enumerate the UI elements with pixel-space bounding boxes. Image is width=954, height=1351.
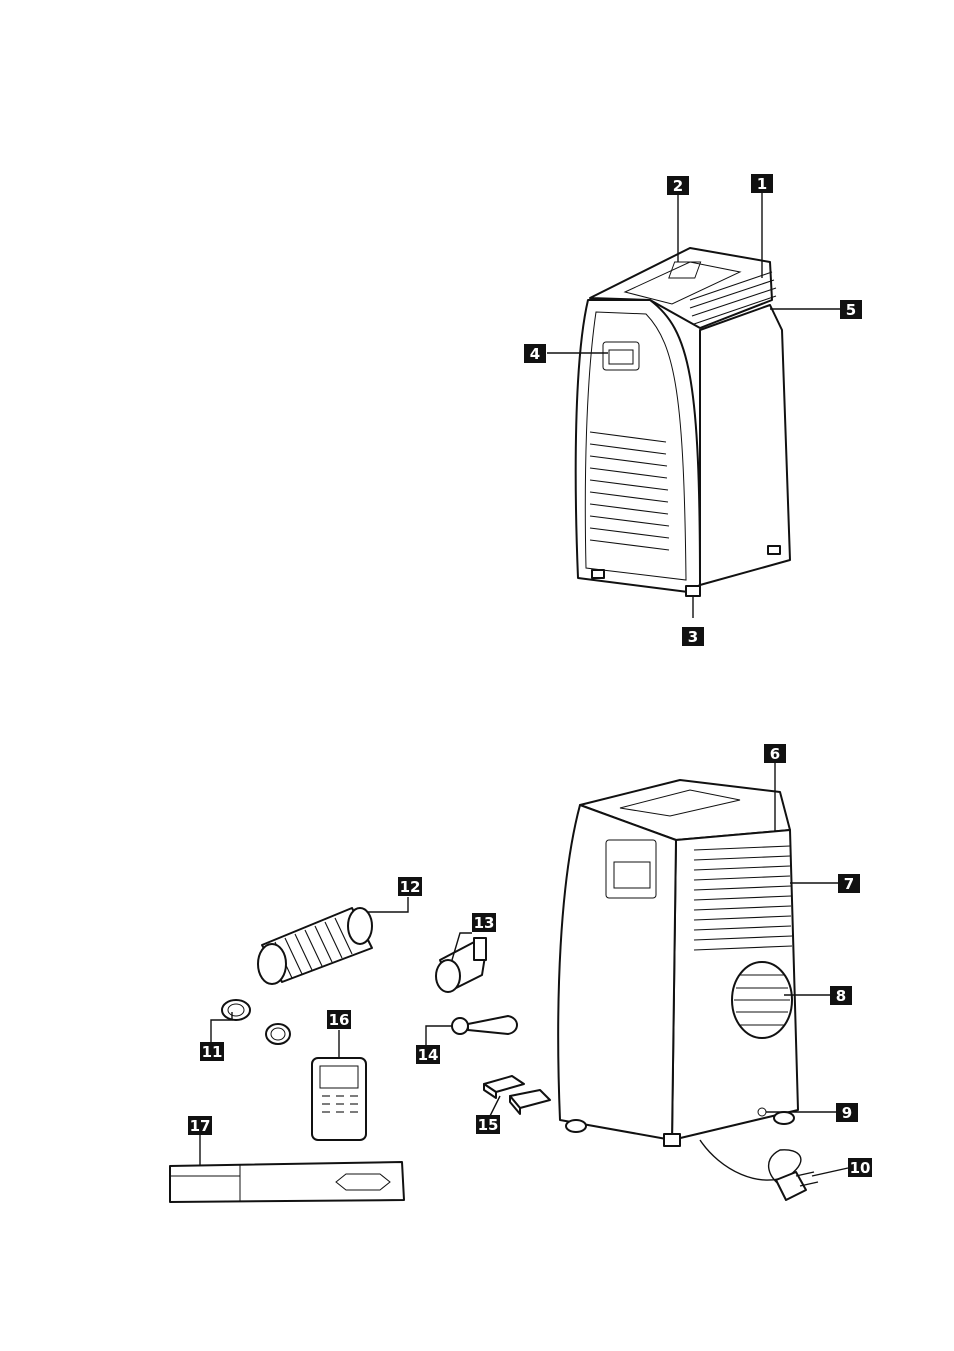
callout-1: 1 [751,174,773,193]
svg-text:16: 16 [329,1011,350,1029]
callout-7: 7 [838,874,860,893]
drain-hose-illustration [452,1016,517,1034]
svg-text:12: 12 [400,878,421,896]
svg-text:11: 11 [202,1043,223,1061]
front-unit-illustration [576,248,790,596]
callout-10: 10 [848,1158,872,1177]
callout-14: 14 [416,1045,440,1064]
svg-text:8: 8 [836,987,846,1005]
callout-15: 15 [476,1115,500,1134]
callout-3: 3 [682,627,704,646]
svg-text:9: 9 [842,1104,852,1122]
remote-control-illustration [312,1058,366,1140]
svg-text:15: 15 [478,1116,499,1134]
hose-rings-illustration [222,1000,290,1044]
svg-text:14: 14 [418,1046,439,1064]
callout-9: 9 [836,1103,858,1122]
callout-8: 8 [830,986,852,1005]
callout-12: 12 [398,877,422,896]
svg-text:17: 17 [190,1117,211,1135]
svg-text:10: 10 [850,1159,871,1177]
callout-13: 13 [472,913,496,932]
callout-5: 5 [840,300,862,319]
callout-16: 16 [327,1010,351,1029]
svg-text:5: 5 [846,301,856,319]
callout-17: 17 [188,1116,212,1135]
svg-text:1: 1 [757,175,767,193]
svg-text:4: 4 [530,345,540,363]
window-kit-illustration [170,1162,404,1202]
svg-text:7: 7 [844,875,854,893]
callout-11: 11 [200,1042,224,1061]
callout-2: 2 [667,176,689,195]
exhaust-hose-illustration [258,908,372,984]
svg-text:2: 2 [673,177,683,195]
svg-text:6: 6 [770,745,780,763]
callout-6: 6 [764,744,786,763]
svg-text:13: 13 [474,914,495,932]
svg-text:3: 3 [688,628,698,646]
rear-unit-illustration [558,780,818,1200]
callout-4: 4 [524,344,546,363]
window-adapter-illustration [436,938,486,992]
